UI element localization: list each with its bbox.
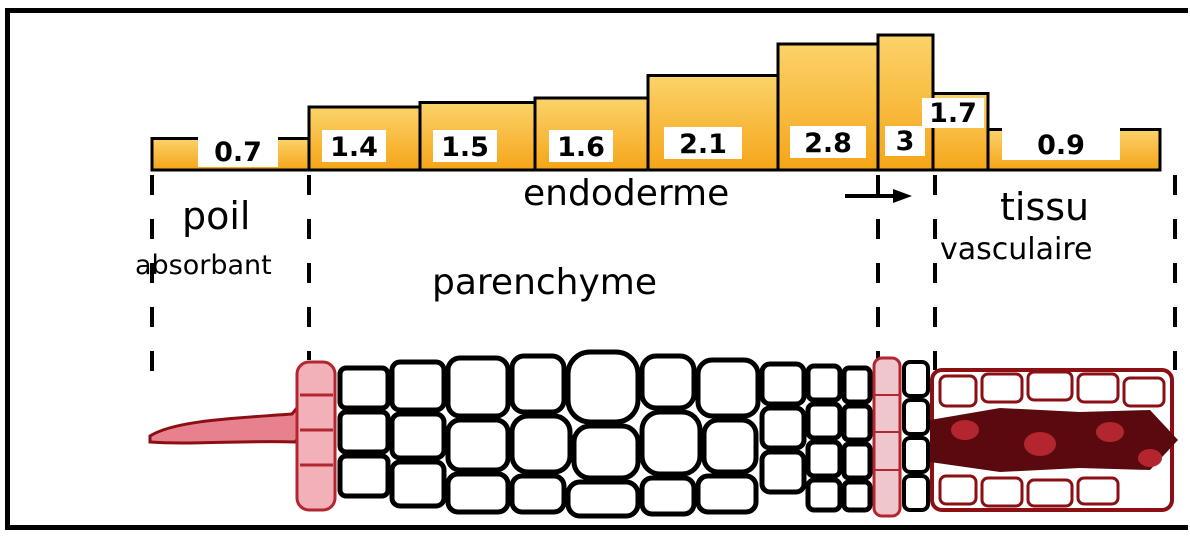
label-poil: poil	[182, 197, 251, 235]
bar-value-label: 0.9	[1037, 130, 1085, 161]
bar-value-label: 1.4	[330, 132, 378, 163]
bar-value-label: 1.7	[929, 98, 977, 129]
bar-value-label: 1.5	[441, 132, 489, 163]
bar-value-label: 3	[896, 126, 915, 157]
bar-chart: 0.7 1.4 1.5 1.6 2.1 2.8 3 1.7 0.9	[152, 35, 1160, 170]
bar-value-label: 0.7	[214, 137, 262, 168]
endodermis	[874, 358, 900, 516]
label-absorbant: absorbant	[135, 252, 272, 279]
bar-value-label: 1.6	[557, 132, 605, 163]
label-endoderme: endoderme	[523, 176, 729, 212]
root-hair	[150, 404, 305, 443]
label-vasculaire: vasculaire	[940, 235, 1092, 265]
bar-value-label: 2.1	[679, 129, 727, 160]
bar-value-label: 2.8	[804, 128, 852, 159]
epidermis	[297, 362, 335, 510]
pericycle-cells	[904, 362, 928, 510]
label-tissu: tissu	[1000, 188, 1089, 226]
parenchyma-cells	[340, 352, 870, 516]
tissue-illustration	[150, 352, 1178, 516]
label-parenchyme: parenchyme	[432, 265, 657, 301]
vascular-tissue	[930, 370, 1178, 510]
